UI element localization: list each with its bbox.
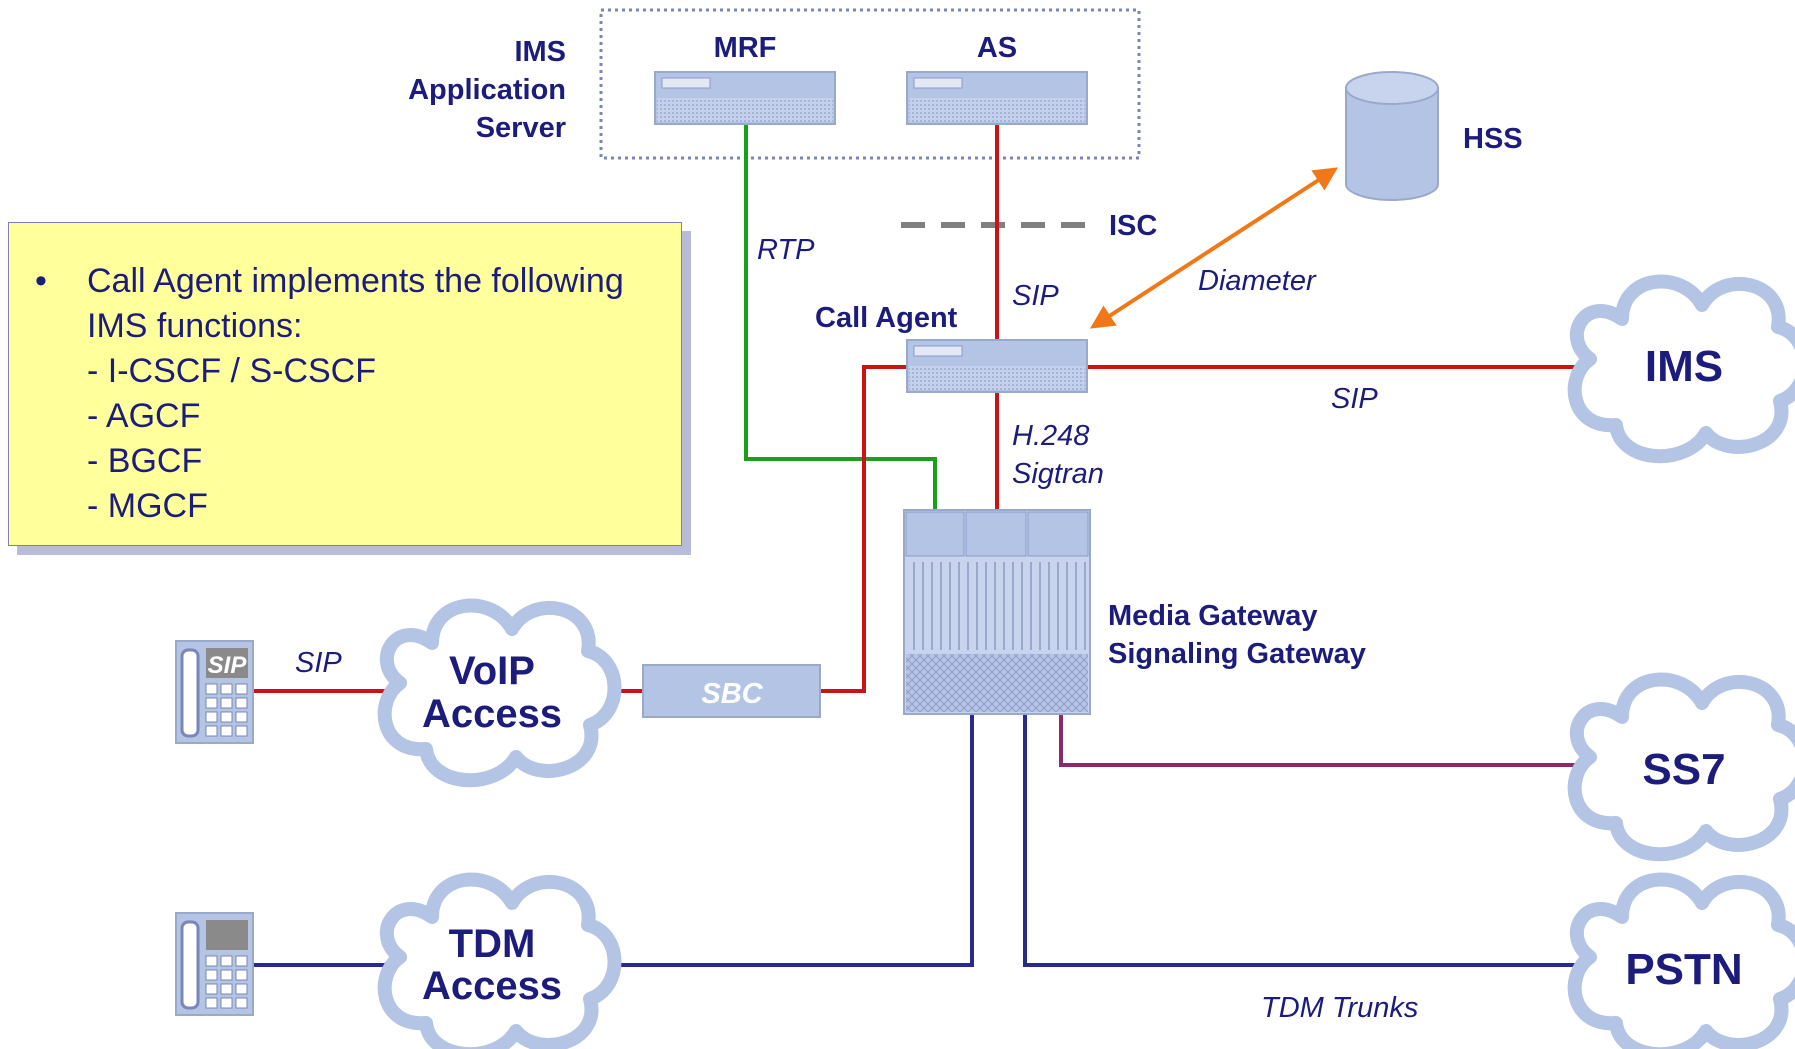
sbc-label: SBC <box>701 678 763 710</box>
h248-label-2: Sigtran <box>1012 458 1104 490</box>
note-bullet: • Call Agent implements the following IM… <box>35 259 665 349</box>
tdm-trunks-label: TDM Trunks <box>1261 992 1418 1024</box>
diameter-arrow <box>1089 167 1339 329</box>
mrf-label: MRF <box>714 32 777 64</box>
ss7-cloud-label: SS7 <box>1642 745 1725 794</box>
note-item: AGCF <box>87 394 665 439</box>
ims-app-server-label: IMS Application Server <box>408 36 566 144</box>
note-bullet-text: Call Agent implements the following IMS … <box>87 262 624 345</box>
note-item: BGCF <box>87 439 665 484</box>
hss-label: HSS <box>1463 123 1523 155</box>
rtp-line <box>744 124 937 510</box>
media-gateway-label-2: Signaling Gateway <box>1108 638 1366 670</box>
sbc-box <box>642 664 821 718</box>
voip-cloud-label-1: VoIP <box>449 649 535 693</box>
media-gateway-label-1: Media Gateway <box>1108 600 1318 632</box>
as-label: AS <box>977 32 1017 64</box>
note-box: • Call Agent implements the following IM… <box>8 222 682 546</box>
ims-cloud-label: IMS <box>1645 342 1723 391</box>
ss7-line <box>1059 714 1580 767</box>
ims-sip-label: SIP <box>1331 383 1378 415</box>
tdm-phone-icon <box>175 912 254 1016</box>
hss-database-icon <box>1345 71 1439 201</box>
note-function-list: I-CSCF / S-CSCF AGCF BGCF MGCF <box>35 349 665 529</box>
pstn-cloud-label: PSTN <box>1625 945 1742 994</box>
note-item: I-CSCF / S-CSCF <box>87 349 665 394</box>
phone-sip-label: SIP <box>295 647 342 679</box>
h248-label-1: H.248 <box>1012 420 1089 452</box>
bullet-dot: • <box>35 262 47 300</box>
tdm-access-trunk-line <box>585 714 974 967</box>
diameter-label: Diameter <box>1198 265 1317 297</box>
tdm-cloud-label-2: Access <box>422 964 562 1008</box>
voip-cloud-label-2: Access <box>422 692 562 736</box>
note-item: MGCF <box>87 484 665 529</box>
mrf-server <box>654 71 836 125</box>
call-agent-label: Call Agent <box>815 302 958 334</box>
sip-phone-tag: SIP <box>208 652 248 679</box>
tdm-cloud-label-1: TDM <box>449 922 536 966</box>
isc-label: ISC <box>1109 210 1157 242</box>
pstn-trunk-line <box>1023 714 1580 967</box>
as-sip-label: SIP <box>1012 280 1059 312</box>
call-agent-server <box>906 339 1088 393</box>
sip-phone-icon <box>175 640 254 744</box>
note-text: • Call Agent implements the following IM… <box>35 259 665 529</box>
ims-app-server-group <box>599 8 1141 160</box>
links <box>253 124 1580 967</box>
rtp-label: RTP <box>757 234 815 266</box>
call-agent-to-sbc-line <box>820 365 909 693</box>
media-gateway-chassis <box>903 509 1091 715</box>
as-server <box>906 71 1088 125</box>
